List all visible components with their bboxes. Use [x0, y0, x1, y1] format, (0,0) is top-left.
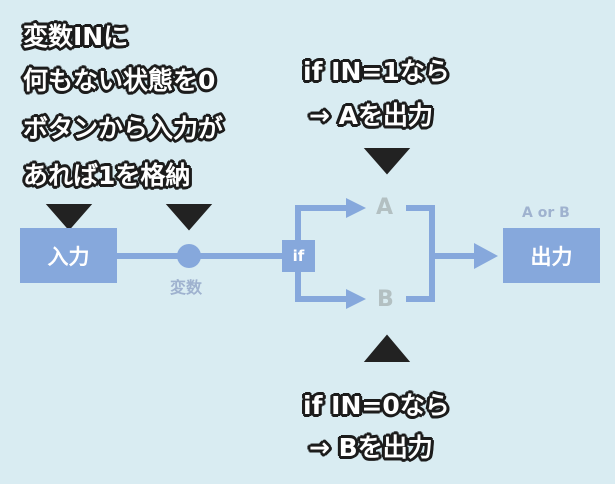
arrow-a [346, 198, 366, 218]
callout-if-zero-line-1: if IN=0なら [303, 391, 450, 420]
merge-bracket [406, 205, 435, 302]
pointer-variable [165, 204, 213, 231]
input-box: 入力 [20, 228, 117, 283]
pointer-b [363, 334, 411, 362]
branch-b-label: B [377, 287, 394, 312]
if-box: if [282, 240, 315, 272]
variable-label: 変数 [170, 278, 203, 297]
arrow-b [346, 289, 366, 309]
callout-if-one-line-2: → Aを出力 [309, 101, 433, 130]
pointer-input [45, 204, 93, 231]
arrow-output [474, 243, 498, 269]
output-caption: A or B [522, 205, 570, 221]
callout-if-one-line-1: if IN=1なら [303, 57, 450, 86]
variable-node [177, 244, 201, 268]
branch-a-label: A [376, 195, 394, 220]
pointer-a [363, 148, 411, 175]
callout-variable-line-4: あれば1を格納 [23, 161, 191, 190]
output-box: 出力 [503, 228, 600, 283]
callout-variable-line-2: 何もない状態を0 [23, 66, 216, 95]
branch-line-a [295, 205, 352, 240]
callout-variable-line-3: ボタンから入力が [23, 114, 224, 143]
callout-if-zero-line-2: → Bを出力 [309, 433, 433, 462]
callout-variable-line-1: 変数INに [23, 22, 129, 51]
branch-line-b [295, 272, 352, 302]
